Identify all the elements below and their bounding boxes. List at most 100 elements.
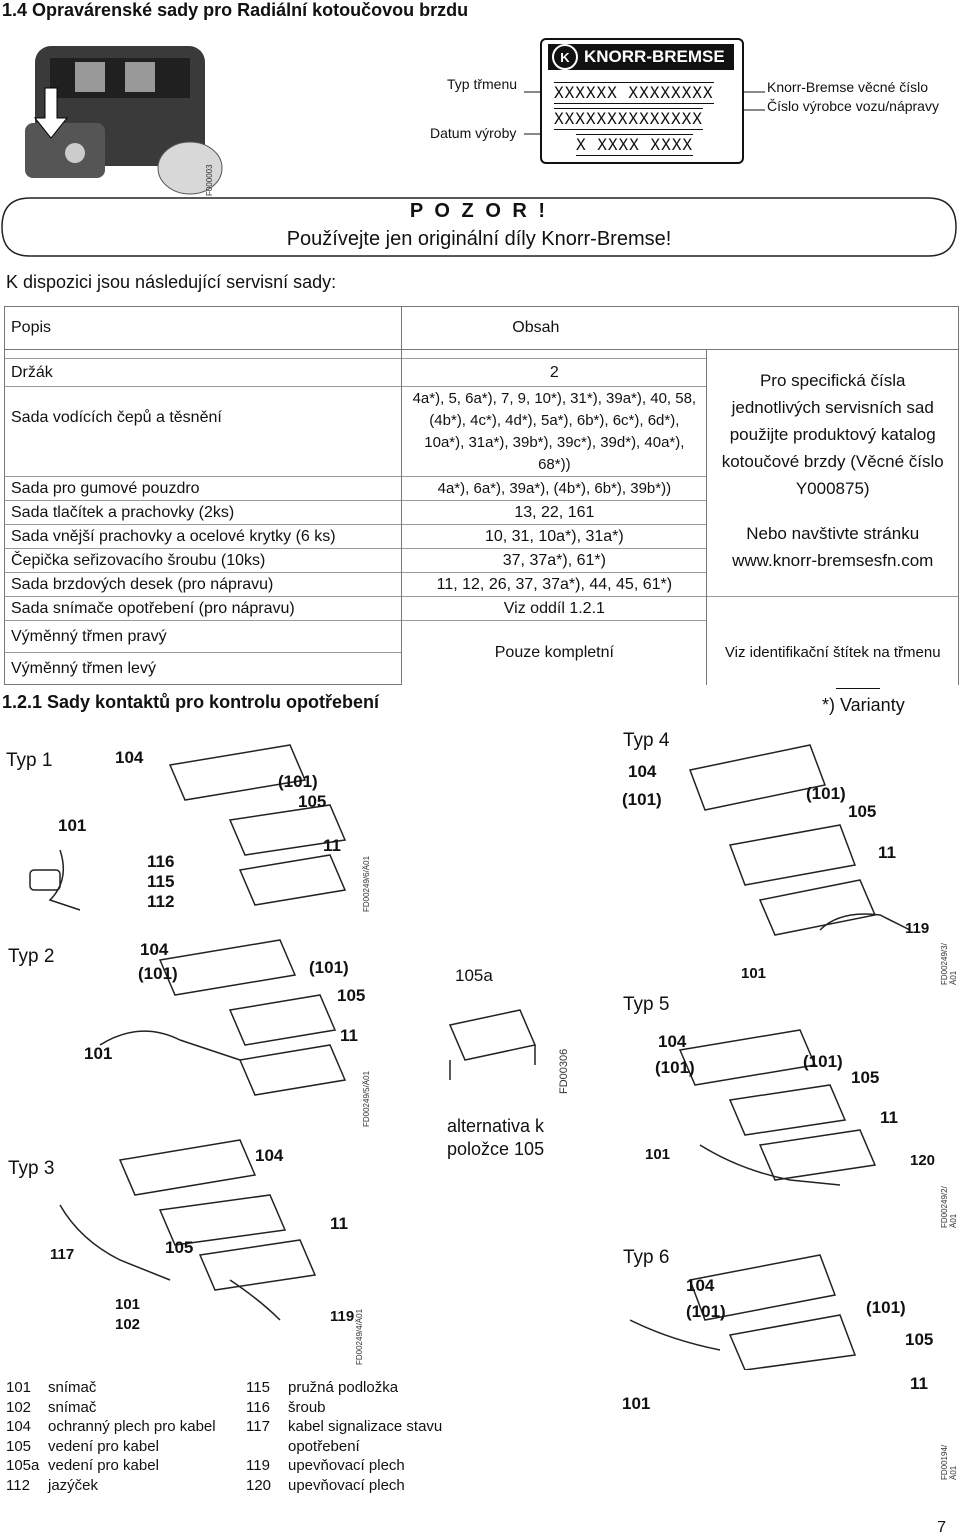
callout-104: 104 — [686, 1276, 715, 1295]
plate-row-3: X XXXX XXXX — [576, 134, 693, 156]
callout-11: 11 — [878, 843, 896, 862]
callout-101-paren: (101) — [138, 964, 178, 983]
callout-11: 11 — [910, 1374, 928, 1393]
caliper-photo — [15, 28, 230, 200]
callout-101-paren: (101) — [686, 1302, 726, 1321]
type-4-label: Typ 4 — [623, 730, 670, 751]
row-content: 4a*), 6a*), 39a*), (4b*), 6b*), 39b*)) — [401, 476, 708, 501]
row-desc: Výměnný třmen levý — [3, 652, 403, 685]
callout-105: 105 — [851, 1068, 880, 1087]
callout-104: 104 — [255, 1146, 284, 1165]
row-desc: Sada snímače opotřebení (pro nápravu) — [3, 596, 403, 621]
callout-119: 119 — [330, 1308, 355, 1325]
warning-frame — [1, 197, 957, 257]
label-part-number: Knorr-Bremse věcné číslo — [767, 79, 929, 95]
label-production-date: Datum výroby — [430, 125, 517, 141]
legend-item: opotřebení — [288, 1437, 360, 1455]
callout-101: 101 — [622, 1394, 651, 1413]
plate-row-1: XXXXXX XXXXXXXX — [554, 82, 714, 104]
callout-105: 105 — [905, 1330, 934, 1349]
callout-101: 101 — [741, 965, 767, 982]
callout-119: 119 — [905, 920, 930, 937]
callout-101: 101 — [645, 1146, 671, 1163]
callout-102: 102 — [115, 1316, 141, 1333]
row-content: 10, 31, 10a*), 31a*) — [401, 524, 708, 549]
row-desc: Sada vodících čepů a těsnění — [3, 386, 403, 477]
callout-105: 105 — [848, 802, 877, 821]
row-content: 4a*), 5, 6a*), 7, 9, 10*), 31*), 39a*), … — [401, 386, 708, 477]
callout-105: 105 — [165, 1238, 194, 1257]
callout-101: 101 — [115, 1296, 141, 1313]
label-vehicle-number: Číslo výrobce vozu/nápravy — [767, 98, 939, 114]
callout-101-paren: (101) — [655, 1058, 695, 1077]
wear-sensor-drawings — [29, 744, 911, 1370]
callout-105: 105 — [298, 792, 327, 811]
row-content: 2 — [401, 358, 708, 387]
callout-11: 11 — [340, 1026, 358, 1045]
callout-11: 11 — [880, 1108, 898, 1127]
drawing-code-type-4: FD00249/3/Ä01 — [940, 943, 958, 985]
row-desc: Držák — [3, 358, 403, 387]
callout-104: 104 — [115, 748, 144, 767]
col-header-content: Obsah — [401, 306, 959, 350]
intro-text: K dispozici jsou následující servisní sa… — [6, 272, 337, 292]
label-caliper-type: Typ třmenu — [447, 76, 518, 92]
callout-101: 101 — [58, 816, 87, 835]
warning-banner: P O Z O R ! Používejte jen originální dí… — [0, 196, 958, 258]
callout-104: 104 — [658, 1032, 687, 1051]
callout-115: 115 — [147, 872, 175, 891]
info-catalog: Pro specifická čísla jednotlivých servis… — [721, 370, 944, 498]
info-website: Nebo navštivte stránku www.knorr-bremses… — [732, 523, 934, 570]
row-content: Pouze kompletní — [401, 620, 708, 685]
drawing-code-type-2: FD00249/5/Ä01 — [362, 1070, 371, 1127]
type-5-label: Typ 5 — [623, 994, 670, 1015]
drawing-code-type-1: FD00249/6/Ä01 — [362, 855, 371, 912]
callout-101: 101 — [84, 1044, 113, 1063]
callout-120: 120 — [910, 1152, 936, 1169]
callout-101-paren: (101) — [803, 1052, 843, 1071]
row-desc: Sada tlačítek a prachovky (2ks) — [3, 500, 403, 525]
logo-brand: KNORR-BREMSE — [584, 47, 725, 66]
row-desc: Sada pro gumové pouzdro — [3, 476, 403, 501]
callout-101-paren: (101) — [866, 1298, 906, 1317]
callout-104: 104 — [628, 762, 657, 781]
service-kit-table: Popis Obsah Držák 2 Pro specifická čísla… — [3, 306, 959, 685]
plate-row-2: XXXXXXXXXXXXXX — [554, 108, 703, 130]
row-desc: Čepička seřizovacího šroubu (10ks) — [3, 548, 403, 573]
alternative-note: alternativa k položce 105 — [447, 1116, 545, 1159]
col-header-description: Popis — [3, 306, 403, 350]
drawing-code-type-5: FD00249/2/Ä01 — [940, 1186, 958, 1228]
row-content: 11, 12, 26, 37, 37a*), 44, 45, 61*) — [401, 572, 708, 597]
callout-11: 11 — [330, 1214, 348, 1233]
callout-112: 112 — [147, 892, 175, 911]
caliper-code: F000003 — [205, 164, 214, 196]
callout-11: 11 — [323, 836, 341, 855]
info-plate-note: Viz identifikační štítek na třmenu — [706, 620, 959, 685]
logo-k-circle: K — [552, 44, 578, 70]
row-content: 13, 22, 161 — [401, 500, 708, 525]
callout-105: 105 — [337, 986, 366, 1005]
callout-101-paren: (101) — [309, 958, 349, 977]
warning-text: Používejte jen originální díly Knorr-Bre… — [286, 228, 672, 250]
variants-note: *) Varianty — [822, 695, 905, 715]
variants-rule — [836, 688, 880, 689]
row-content: 37, 37a*), 61*) — [401, 548, 708, 573]
type-1-label: Typ 1 — [6, 750, 53, 771]
row-desc: Výměnný třmen pravý — [3, 620, 403, 653]
row-desc: Sada vnější prachovky a ocelové krytky (… — [3, 524, 403, 549]
section-title: 1.2.1 Sady kontaktů pro kontrolu opotřeb… — [2, 692, 380, 712]
row-content: Viz oddíl 1.2.1 — [401, 596, 708, 621]
drawing-code-type-3: FD00249/4/Ä01 — [355, 1308, 364, 1365]
callout-101-paren: (101) — [806, 784, 846, 803]
page-title: 1.4 Opravárenské sady pro Radiální kotou… — [2, 0, 469, 20]
callout-101-paren: (101) — [622, 790, 662, 809]
